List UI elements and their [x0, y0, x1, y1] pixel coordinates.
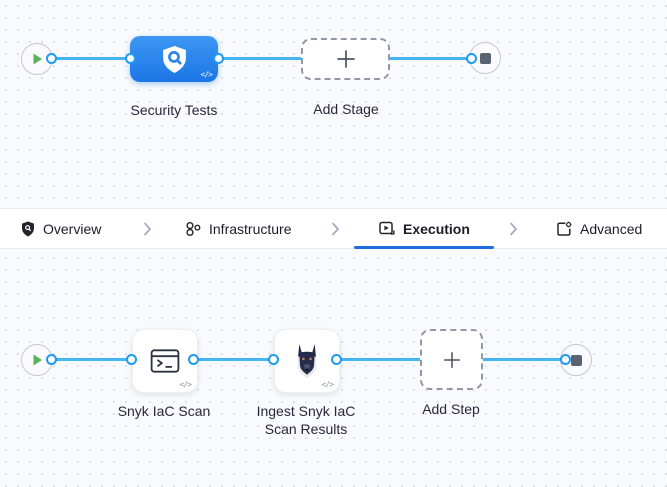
tab-infrastructure[interactable]: Infrastructure — [185, 209, 291, 248]
play-icon — [33, 354, 42, 366]
stage-label: Security Tests — [130, 102, 218, 118]
stop-icon — [479, 52, 491, 64]
chevron-right-icon — [331, 209, 340, 248]
snyk-dog-icon — [297, 344, 317, 378]
add-step-label: Add Step — [422, 401, 480, 417]
play-box-icon — [379, 221, 395, 235]
stage-config-tabbar: Overview Infrastructure — [0, 208, 667, 249]
stage-end-node — [469, 42, 501, 74]
tab-execution[interactable]: Execution — [379, 209, 470, 248]
chevron-right-icon — [509, 209, 518, 248]
panel-gear-icon — [557, 221, 572, 236]
connector-dot — [213, 53, 224, 64]
add-step-button[interactable] — [420, 329, 483, 390]
stop-icon — [570, 354, 582, 366]
tab-advanced[interactable]: Advanced — [556, 209, 642, 248]
chevron-right-icon — [143, 209, 152, 248]
tab-label: Advanced — [580, 220, 643, 237]
tab-label: Execution — [403, 220, 470, 237]
step-label: Snyk IaC Scan — [117, 403, 211, 419]
code-badge: </> — [200, 70, 213, 79]
code-badge: </> — [321, 380, 334, 389]
active-tab-underline — [354, 246, 494, 249]
code-badge: </> — [179, 380, 192, 389]
terminal-icon — [150, 349, 180, 373]
connector-dot — [46, 53, 57, 64]
connector-dot — [560, 354, 571, 365]
plus-icon — [336, 50, 355, 68]
tab-label: Infrastructure — [209, 220, 292, 237]
connector-dot — [125, 53, 136, 64]
connector-dot — [126, 354, 137, 365]
connector-dot — [466, 53, 477, 64]
step-node-ingest-snyk-results[interactable]: </> — [274, 329, 340, 393]
stage-flow-line — [51, 57, 471, 60]
tab-label: Overview — [43, 220, 102, 237]
shield-scan-icon — [162, 45, 186, 73]
plus-icon — [443, 351, 460, 368]
add-stage-label: Add Stage — [313, 101, 379, 117]
shield-icon — [22, 221, 34, 236]
connector-dot — [46, 354, 57, 365]
step-label: Ingest Snyk IaC Scan Results — [256, 403, 356, 438]
connector-dot — [268, 354, 279, 365]
connector-dot — [188, 354, 199, 365]
play-icon — [33, 53, 42, 65]
tab-overview[interactable]: Overview — [21, 209, 101, 248]
cluster-icon — [186, 221, 201, 236]
add-stage-button[interactable] — [301, 38, 390, 80]
step-end-node — [560, 344, 592, 376]
stage-node-security-tests[interactable]: </> — [130, 36, 218, 82]
connector-dot — [331, 354, 342, 365]
